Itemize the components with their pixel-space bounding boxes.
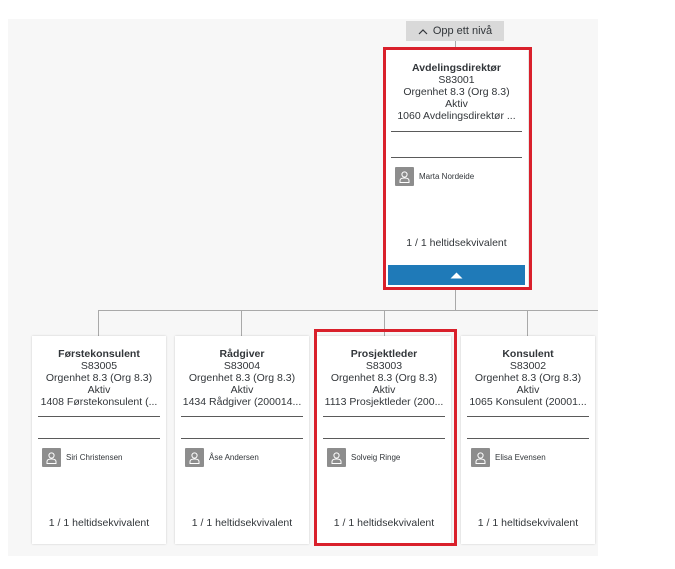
position-title: Prosjektleder xyxy=(350,348,418,360)
org-unit: Orgenhet 8.3 (Org 8.3) xyxy=(45,372,153,384)
card-header: Førstekonsulent S83005 Orgenhet 8.3 (Org… xyxy=(32,336,166,416)
divider xyxy=(181,416,303,417)
position-code: S83005 xyxy=(80,360,118,372)
person-icon xyxy=(327,448,346,467)
position-code: S83004 xyxy=(223,360,261,372)
connector-horizontal xyxy=(98,310,598,311)
person-name: Elisa Evensen xyxy=(495,453,546,462)
status: Aktiv xyxy=(516,384,540,396)
fte-label: 1 / 1 heltidsekvivalent xyxy=(191,517,293,529)
status: Aktiv xyxy=(87,384,111,396)
divider xyxy=(323,438,445,439)
person-name: Åse Andersen xyxy=(209,453,259,462)
status: Aktiv xyxy=(445,98,468,110)
position-code: S83002 xyxy=(509,360,547,372)
person-name: Solveig Ringe xyxy=(351,453,401,462)
org-unit: Orgenhet 8.3 (Org 8.3) xyxy=(188,372,296,384)
position-code: S83003 xyxy=(365,360,403,372)
job-code: 1113 Prosjektleder (200... xyxy=(324,396,444,408)
status: Aktiv xyxy=(230,384,254,396)
incumbent[interactable]: Elisa Evensen xyxy=(471,448,546,467)
collapse-button[interactable] xyxy=(388,265,525,285)
connector-child-2 xyxy=(241,310,242,336)
incumbent[interactable]: Marta Nordeide xyxy=(395,167,474,186)
card-header: Prosjektleder S83003 Orgenhet 8.3 (Org 8… xyxy=(317,336,451,416)
org-unit: Orgenhet 8.3 (Org 8.3) xyxy=(474,372,582,384)
divider xyxy=(38,416,160,417)
position-code: S83001 xyxy=(438,74,475,86)
person-name: Siri Christensen xyxy=(66,453,123,462)
up-one-level-button[interactable]: Opp ett nivå xyxy=(406,21,504,41)
divider xyxy=(38,438,160,439)
fte-label: 1 / 1 heltidsekvivalent xyxy=(406,237,507,249)
divider xyxy=(391,131,522,132)
divider xyxy=(467,438,589,439)
position-title: Avdelingsdirektør xyxy=(412,62,501,74)
divider xyxy=(181,438,303,439)
job-code: 1408 Førstekonsulent (... xyxy=(40,396,158,408)
divider xyxy=(391,157,522,158)
divider xyxy=(467,416,589,417)
divider xyxy=(323,416,445,417)
person-icon xyxy=(185,448,204,467)
job-code: 1060 Avdelingsdirektør ... xyxy=(397,110,516,122)
org-unit: Orgenhet 8.3 (Org 8.3) xyxy=(330,372,438,384)
triangle-up-icon xyxy=(450,272,463,278)
status: Aktiv xyxy=(372,384,396,396)
position-title: Rådgiver xyxy=(219,348,265,360)
job-code: 1065 Konsulent (20001... xyxy=(469,396,587,408)
card-header: Rådgiver S83004 Orgenhet 8.3 (Org 8.3) A… xyxy=(175,336,309,416)
child-position-card[interactable]: Konsulent S83002 Orgenhet 8.3 (Org 8.3) … xyxy=(461,336,595,544)
person-name: Marta Nordeide xyxy=(419,172,475,181)
child-position-card[interactable]: Prosjektleder S83003 Orgenhet 8.3 (Org 8… xyxy=(317,336,451,544)
connector-child-3 xyxy=(384,310,385,336)
fte-label: 1 / 1 heltidsekvivalent xyxy=(48,517,150,529)
root-card-header: Avdelingsdirektør S83001 Orgenhet 8.3 (O… xyxy=(385,50,528,130)
child-position-card[interactable]: Førstekonsulent S83005 Orgenhet 8.3 (Org… xyxy=(32,336,166,544)
person-icon xyxy=(395,167,414,186)
person-icon xyxy=(42,448,61,467)
fte-label: 1 / 1 heltidsekvivalent xyxy=(333,517,435,529)
job-code: 1434 Rådgiver (200014... xyxy=(182,396,302,408)
incumbent[interactable]: Åse Andersen xyxy=(185,448,259,467)
incumbent[interactable]: Siri Christensen xyxy=(42,448,122,467)
connector-root-down xyxy=(455,288,456,310)
root-position-card[interactable]: Avdelingsdirektør S83001 Orgenhet 8.3 (O… xyxy=(385,50,528,288)
fte-label: 1 / 1 heltidsekvivalent xyxy=(477,517,579,529)
position-title: Konsulent xyxy=(502,348,554,360)
up-one-level-label: Opp ett nivå xyxy=(432,25,493,37)
position-title: Førstekonsulent xyxy=(58,348,140,360)
child-position-card[interactable]: Rådgiver S83004 Orgenhet 8.3 (Org 8.3) A… xyxy=(175,336,309,544)
connector-top xyxy=(455,41,456,50)
org-unit: Orgenhet 8.3 (Org 8.3) xyxy=(403,86,510,98)
card-header: Konsulent S83002 Orgenhet 8.3 (Org 8.3) … xyxy=(461,336,595,416)
connector-child-1 xyxy=(98,310,99,336)
connector-child-4 xyxy=(527,310,528,336)
person-icon xyxy=(471,448,490,467)
incumbent[interactable]: Solveig Ringe xyxy=(327,448,400,467)
chevron-up-icon xyxy=(418,28,428,34)
